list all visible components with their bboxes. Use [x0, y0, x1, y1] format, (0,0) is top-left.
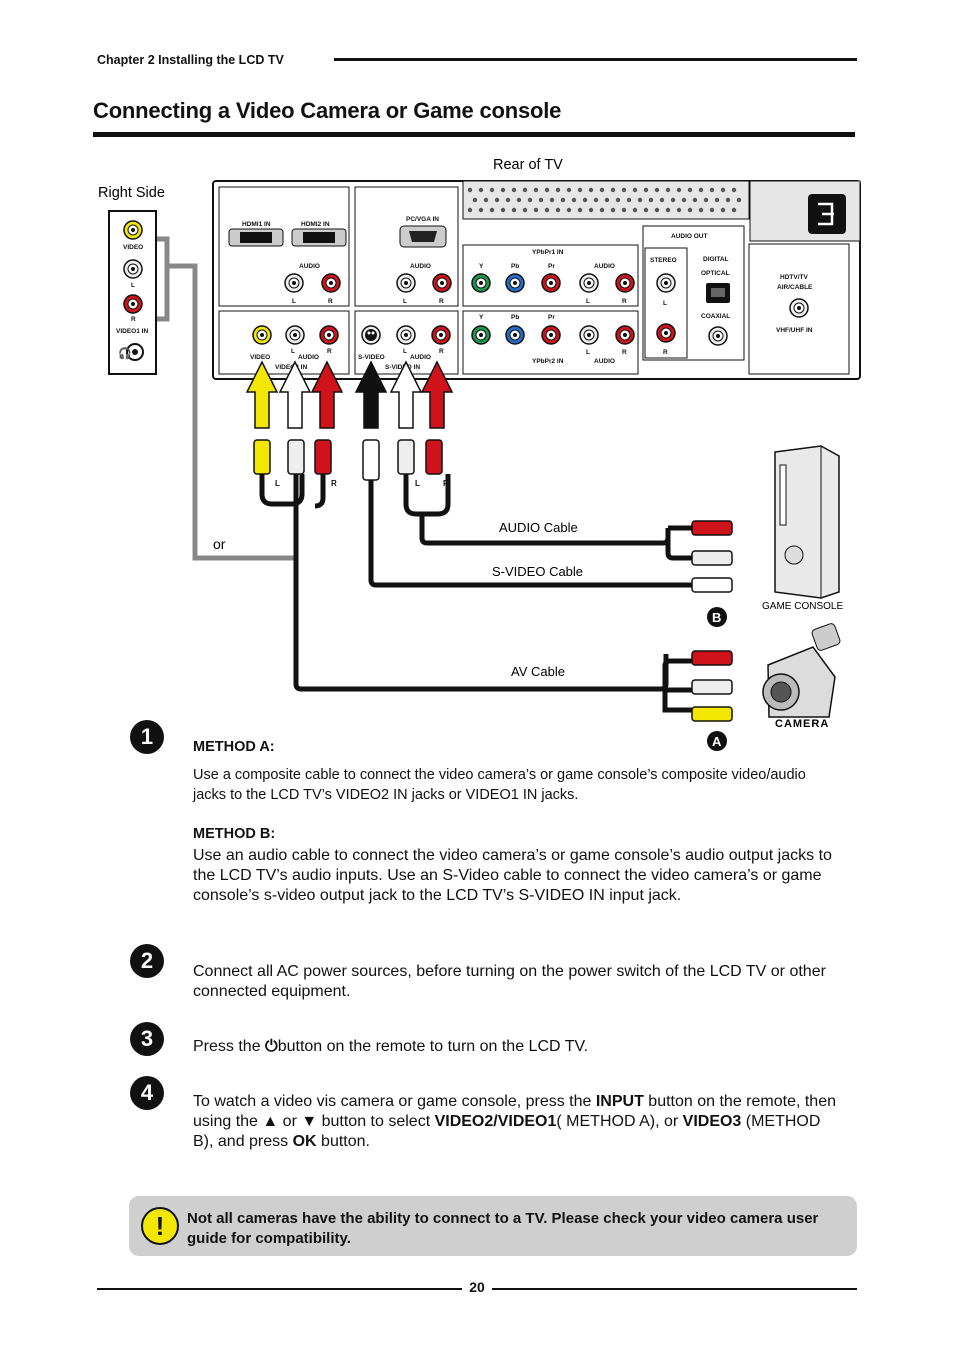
- svg-text:Y: Y: [479, 263, 484, 270]
- svg-text:VIDEO: VIDEO: [123, 244, 143, 251]
- label-audio-pc: AUDIO: [410, 263, 431, 270]
- svg-text:L: L: [275, 479, 280, 488]
- label-hdmi2: HDMI2 IN: [301, 221, 330, 228]
- footer-rule-right: [492, 1288, 857, 1290]
- svg-text:L: L: [415, 479, 420, 488]
- svg-text:COAXIAL: COAXIAL: [701, 313, 730, 320]
- chapter-heading: Chapter 2 Installing the LCD TV: [97, 53, 284, 67]
- label-right-side: Right Side: [98, 185, 165, 201]
- svg-text:Pr: Pr: [548, 263, 555, 270]
- svg-text:L: L: [586, 349, 590, 356]
- note-text: Not all cameras have the ability to conn…: [187, 1210, 819, 1247]
- svg-text:STEREO: STEREO: [650, 257, 677, 264]
- label-svideo-cable: S-VIDEO Cable: [492, 564, 583, 579]
- connection-diagram: 🎧 HDMI1 IN HDMI2 IN PC/VGA IN AUDIO L R A…: [98, 157, 861, 751]
- svg-text:DIGITAL: DIGITAL: [703, 256, 729, 263]
- label-audio-out: AUDIO OUT: [671, 233, 708, 240]
- input-button-ref: INPUT: [595, 1093, 644, 1110]
- step-3-number: 3: [130, 1022, 164, 1056]
- svg-text:OPTICAL: OPTICAL: [701, 270, 730, 277]
- step-4-t5: button.: [316, 1133, 370, 1150]
- svg-text:R: R: [622, 349, 627, 356]
- step-3-text: Press the ⏻button on the remote to turn …: [193, 1037, 843, 1057]
- svg-text:AUDIO: AUDIO: [410, 354, 431, 361]
- warning-icon: !: [141, 1207, 179, 1245]
- camera-icon: [762, 623, 841, 718]
- svg-text:AUDIO: AUDIO: [594, 358, 615, 365]
- svg-text:🎧: 🎧: [118, 347, 132, 360]
- svg-text:R: R: [622, 298, 627, 305]
- label-game-console: GAME CONSOLE: [762, 601, 843, 612]
- video2-video1-ref: VIDEO2/VIDEO1: [434, 1113, 557, 1130]
- title-rule: [93, 132, 855, 137]
- marker-b: B: [712, 610, 721, 625]
- power-icon: ⏻: [265, 1038, 278, 1055]
- step-3-post: button on the remote to turn on the LCD …: [277, 1038, 589, 1055]
- svg-text:S-VIDEO: S-VIDEO: [358, 354, 385, 361]
- marker-a: A: [712, 734, 722, 749]
- step-4-text: To watch a video vis camera or game cons…: [193, 1092, 843, 1152]
- svg-text:L: L: [131, 282, 135, 289]
- svg-text:L: L: [291, 348, 295, 355]
- label-rear-tv: Rear of TV: [493, 157, 563, 173]
- step-2-text: Connect all AC power sources, before tur…: [193, 963, 826, 1000]
- step-3-pre: Press the: [193, 1038, 261, 1055]
- step-4-t4: (METHOD B), and press: [193, 1113, 821, 1150]
- svg-text:VIDEO1 IN: VIDEO1 IN: [116, 328, 148, 335]
- method-a-heading: METHOD A:: [193, 739, 275, 755]
- label-pcvga: PC/VGA IN: [406, 216, 439, 223]
- page-title: Connecting a Video Camera or Game consol…: [93, 98, 562, 123]
- header-rule: [334, 58, 857, 61]
- hdmi2-port: [291, 228, 347, 247]
- svg-text:Pb: Pb: [511, 314, 519, 321]
- hdmi1-port: [228, 228, 284, 247]
- svg-text:L: L: [403, 348, 407, 355]
- svg-text:R: R: [439, 298, 444, 305]
- svg-text:HDTV/TV: HDTV/TV: [780, 274, 808, 281]
- ok-button-ref: OK: [292, 1133, 317, 1150]
- svg-text:L: L: [586, 298, 590, 305]
- svg-text:Pb: Pb: [511, 263, 519, 270]
- step-4-t1: To watch a video vis camera or game cons…: [193, 1093, 596, 1110]
- method-b-heading: METHOD B:: [193, 826, 276, 842]
- method-b-text: Use an audio cable to connect the video …: [193, 847, 832, 904]
- svg-text:Pr: Pr: [548, 314, 555, 321]
- svg-text:VHF/UHF IN: VHF/UHF IN: [776, 327, 813, 334]
- label-ypbpr1: YPbPr1 IN: [532, 249, 564, 256]
- step-1-number: 1: [130, 720, 164, 754]
- page-number: 20: [469, 1279, 485, 1295]
- label-audio-hdmi: AUDIO: [299, 263, 320, 270]
- video3-ref: VIDEO3: [682, 1113, 742, 1130]
- svg-text:VIDEO2 IN: VIDEO2 IN: [275, 364, 307, 371]
- svg-text:R: R: [131, 316, 136, 323]
- svg-text:R: R: [663, 349, 668, 356]
- label-camera: CAMERA: [775, 718, 829, 730]
- step-4-t2: button on the remote, then using the ▲ o…: [193, 1093, 836, 1130]
- svg-text:L: L: [292, 298, 296, 305]
- svg-text:AUDIO: AUDIO: [594, 263, 615, 270]
- vga-port: [399, 225, 447, 248]
- svg-text:R: R: [439, 348, 444, 355]
- method-a-text: Use a composite cable to connect the vid…: [193, 767, 806, 803]
- step-2-number: 2: [130, 944, 164, 978]
- svg-text:VIDEO: VIDEO: [250, 354, 270, 361]
- label-ypbpr2: YPbPr2 IN: [532, 358, 564, 365]
- svg-text:Y: Y: [479, 314, 484, 321]
- label-audio-cable: AUDIO Cable: [499, 520, 578, 535]
- svg-text:L: L: [663, 300, 667, 307]
- step-4-t3: ( METHOD A), or: [556, 1113, 683, 1130]
- svg-text:R: R: [327, 348, 332, 355]
- note-box: [129, 1196, 857, 1256]
- svg-text:AUDIO: AUDIO: [298, 354, 319, 361]
- svg-text:R: R: [331, 479, 337, 488]
- svg-text:AIR/CABLE: AIR/CABLE: [777, 284, 813, 291]
- label-av-cable: AV Cable: [511, 664, 565, 679]
- svg-text:L: L: [403, 298, 407, 305]
- label-hdmi1: HDMI1 IN: [242, 221, 271, 228]
- footer-rule-left: [97, 1288, 462, 1290]
- label-or: or: [213, 536, 226, 552]
- svg-text:R: R: [328, 298, 333, 305]
- game-console-icon: [774, 445, 840, 599]
- step-4-number: 4: [130, 1076, 164, 1110]
